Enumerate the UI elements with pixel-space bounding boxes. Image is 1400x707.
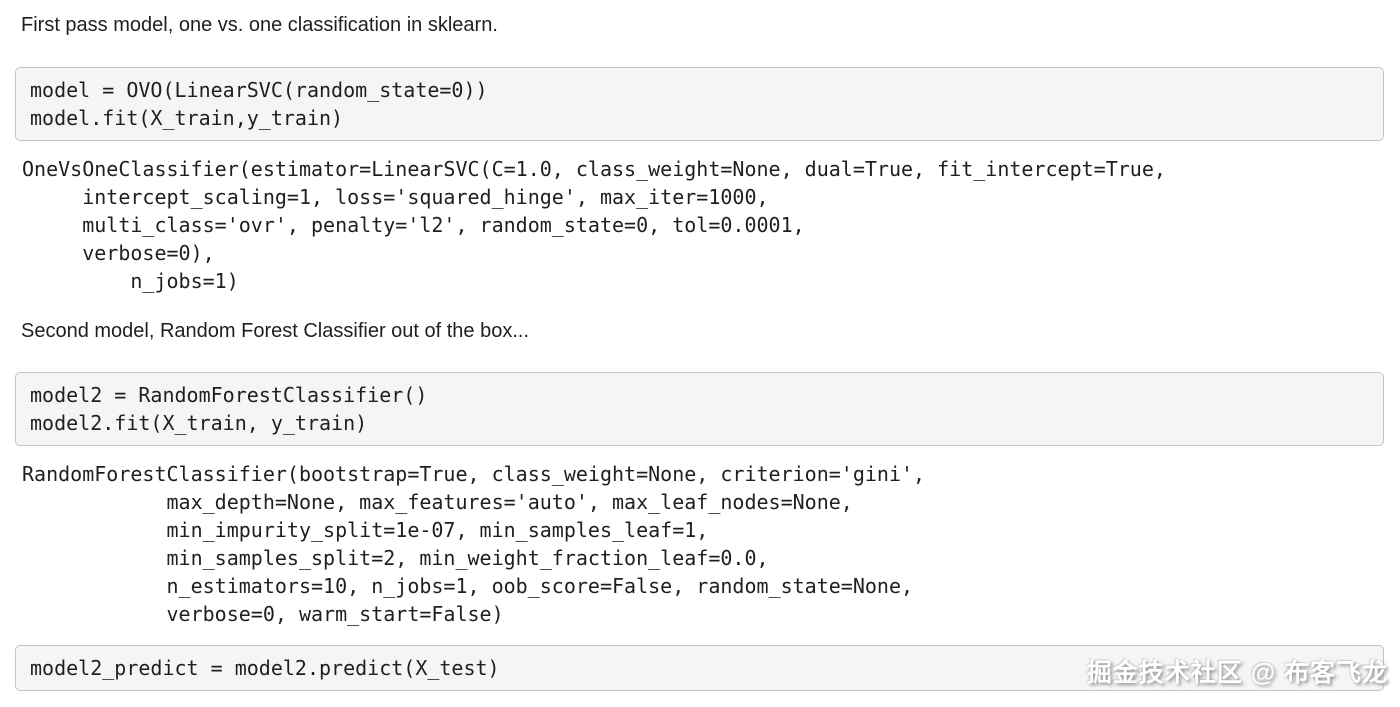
- code-input-3[interactable]: model2_predict = model2.predict(X_test): [30, 656, 500, 680]
- code-cell-3[interactable]: model2_predict = model2.predict(X_test): [15, 645, 1384, 691]
- output-area-1: OneVsOneClassifier(estimator=LinearSVC(C…: [22, 155, 1400, 295]
- code-cell-1[interactable]: model = OVO(LinearSVC(random_state=0)) m…: [15, 67, 1384, 141]
- output-text-randomforest: RandomForestClassifier(bootstrap=True, c…: [22, 462, 926, 626]
- output-area-2: RandomForestClassifier(bootstrap=True, c…: [22, 460, 1400, 628]
- code-input-1[interactable]: model = OVO(LinearSVC(random_state=0)) m…: [30, 78, 488, 130]
- markdown-text-first-pass: First pass model, one vs. one classifica…: [21, 14, 498, 36]
- watermark-text: 掘金技术社区 @ 布客飞龙: [1086, 659, 1388, 687]
- output-text-onevsone: OneVsOneClassifier(estimator=LinearSVC(C…: [22, 157, 1166, 293]
- markdown-text-second-model: Second model, Random Forest Classifier o…: [21, 320, 530, 342]
- code-input-2[interactable]: model2 = RandomForestClassifier() model2…: [30, 383, 428, 435]
- code-cell-2[interactable]: model2 = RandomForestClassifier() model2…: [15, 372, 1384, 446]
